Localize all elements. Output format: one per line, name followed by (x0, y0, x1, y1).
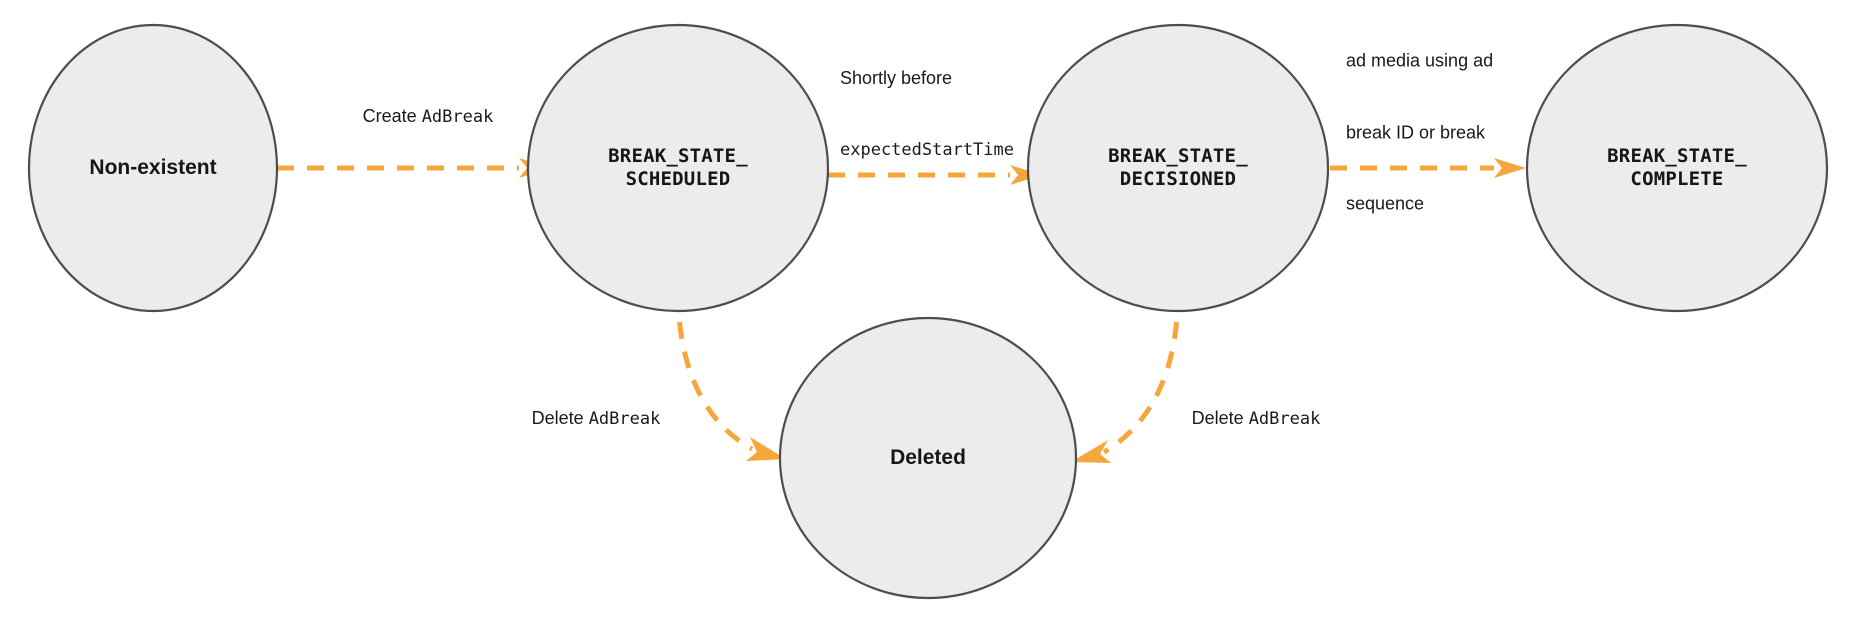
edge-delete-adbreak-scheduled (675, 291, 786, 461)
node-deleted[interactable] (778, 316, 1078, 600)
edge-shortly-before-arrowhead (1010, 165, 1042, 185)
edge-end-user-requests-arrowhead (1494, 158, 1526, 178)
edge-end-user-requests-ad-media (1330, 158, 1526, 178)
edge-delete-adbreak-scheduled-line (675, 291, 754, 452)
node-break-state-decisioned[interactable] (1026, 23, 1330, 313)
node-break-state-complete[interactable] (1525, 23, 1829, 313)
node-non-existent[interactable] (27, 23, 279, 313)
edge-delete-adbreak-decisioned-line (1102, 291, 1181, 455)
edge-shortly-before-expected-start-time (828, 165, 1042, 185)
edge-delete-adbreak-scheduled-arrowhead (746, 437, 786, 461)
edge-delete-adbreak-decisioned (1071, 291, 1181, 463)
edge-delete-adbreak-decisioned-arrowhead (1071, 440, 1111, 463)
node-break-state-scheduled[interactable] (526, 23, 830, 313)
edge-create-adbreak (277, 158, 551, 178)
